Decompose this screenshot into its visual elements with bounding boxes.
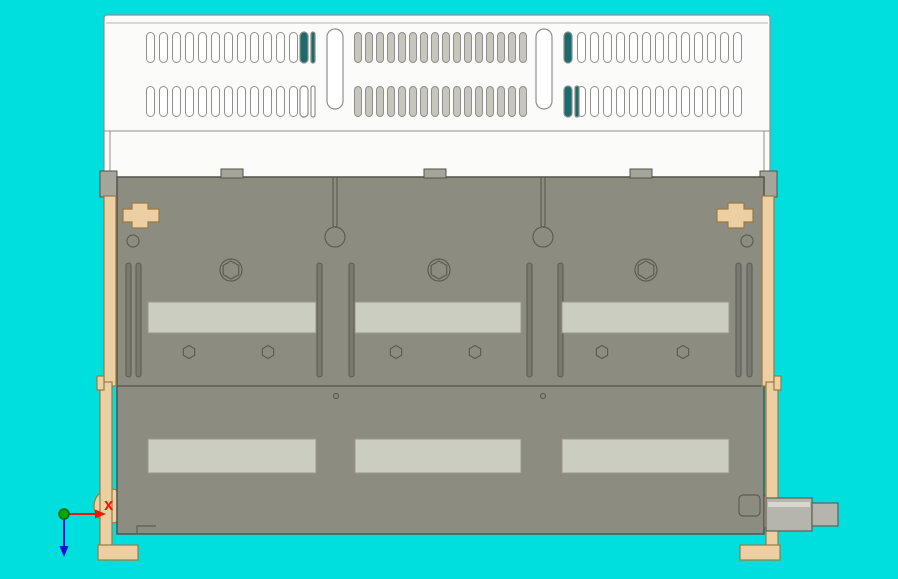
side-step-left [99, 170, 118, 198]
vent-slot-tall-right [535, 28, 553, 110]
keyhole-slot-right [532, 176, 554, 248]
vertical-slot [135, 262, 142, 378]
part-model [93, 14, 839, 561]
bracket-foot-right [739, 544, 781, 561]
vertical-slot [348, 262, 355, 378]
terminal-panel [561, 301, 730, 334]
corner-hole-right [740, 234, 754, 248]
bottom-right-boss [738, 494, 761, 517]
corner-hole-left [126, 234, 140, 248]
bracket-cross-clamp-right [716, 202, 754, 229]
pin-hole [539, 392, 547, 400]
bracket-rail-left-lower [99, 381, 113, 549]
vent-slot-tall-left [326, 28, 344, 110]
shaft-segment-small [811, 502, 839, 527]
top-tab [423, 168, 447, 179]
vent-slot-teal [299, 31, 309, 64]
bracket-foot-left [97, 544, 139, 561]
terminal-panel [147, 301, 317, 334]
vertical-slot [735, 262, 742, 378]
pin-hole [332, 392, 340, 400]
terminal-panel [354, 301, 522, 334]
vent-slot-teal [563, 85, 573, 118]
vertical-slot [125, 262, 132, 378]
axis-triad: X [58, 499, 114, 557]
top-tab [220, 168, 244, 179]
terminal-panel [354, 438, 522, 474]
vertical-slot [526, 262, 533, 378]
vertical-slot [746, 262, 753, 378]
vent-slot [310, 85, 316, 118]
terminal-panel [561, 438, 730, 474]
vent-slots-middle [354, 32, 527, 117]
vent-slot-teal [310, 31, 316, 64]
bracket-rail-left-upper [103, 195, 117, 387]
body-outline [116, 176, 765, 535]
vertical-slot [316, 262, 323, 378]
bolt-boss [634, 258, 658, 282]
shaft-highlight [768, 502, 810, 507]
bracket-cross-clamp-left [122, 202, 160, 229]
bolt-boss [427, 258, 451, 282]
bracket-tab-right [773, 375, 782, 391]
bracket-tab-left [96, 375, 105, 391]
vent-slot [299, 85, 309, 118]
bracket-rail-right-upper [761, 195, 775, 387]
bolt-boss [219, 258, 243, 282]
vent-slots-right [577, 32, 742, 117]
vent-slot-teal [574, 85, 580, 118]
drive-shaft [765, 497, 839, 532]
vent-slots-left [146, 32, 298, 117]
keyhole-slot-left [324, 176, 346, 248]
y-axis-dot [58, 508, 70, 520]
top-tab [629, 168, 653, 179]
x-axis-label: X [104, 499, 114, 513]
bottom-notch [136, 525, 156, 534]
vent-slot-teal [563, 31, 573, 64]
terminal-panel [147, 438, 317, 474]
mounting-bracket-left [96, 195, 160, 561]
housing-cover [103, 14, 771, 179]
device-body [116, 168, 765, 535]
